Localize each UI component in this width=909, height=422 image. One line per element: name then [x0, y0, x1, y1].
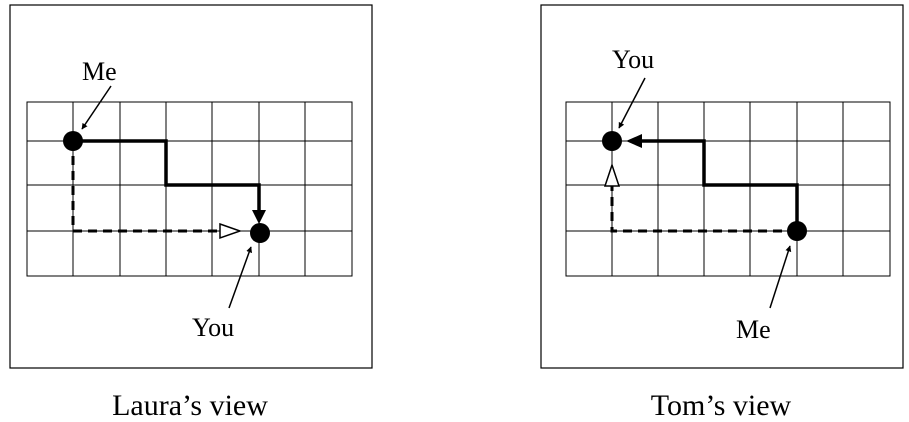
panel-frame [540, 4, 904, 369]
solid-path [640, 139, 799, 231]
me-dot [787, 221, 807, 241]
me-leader-arrow [769, 245, 792, 309]
hollow-arrowhead [219, 222, 243, 240]
me-dot [63, 131, 83, 151]
me-leader-arrow [81, 85, 112, 130]
caption-laura: Laura’s view [112, 389, 268, 422]
hollow-arrowhead [603, 162, 621, 187]
caption-tom: Tom’s view [651, 389, 792, 422]
solid-arrowhead [252, 210, 266, 224]
me-label: Me [82, 57, 117, 86]
panel-tom: You Me Tom’s view [540, 4, 904, 422]
you-leader-arrow [228, 246, 252, 309]
solid-arrowhead [626, 134, 642, 148]
you-dot [250, 223, 270, 243]
dashed-path [71, 141, 220, 233]
panel-frame [9, 4, 373, 369]
panel-laura: Me You Laura’s view [9, 4, 373, 422]
me-label: Me [736, 315, 771, 344]
grid [565, 101, 891, 277]
you-label: You [192, 313, 234, 342]
dashed-path [610, 186, 797, 233]
you-label: You [612, 45, 654, 74]
you-dot [602, 131, 622, 151]
grid [26, 101, 353, 277]
you-leader-arrow [618, 77, 646, 129]
solid-path [73, 139, 261, 212]
